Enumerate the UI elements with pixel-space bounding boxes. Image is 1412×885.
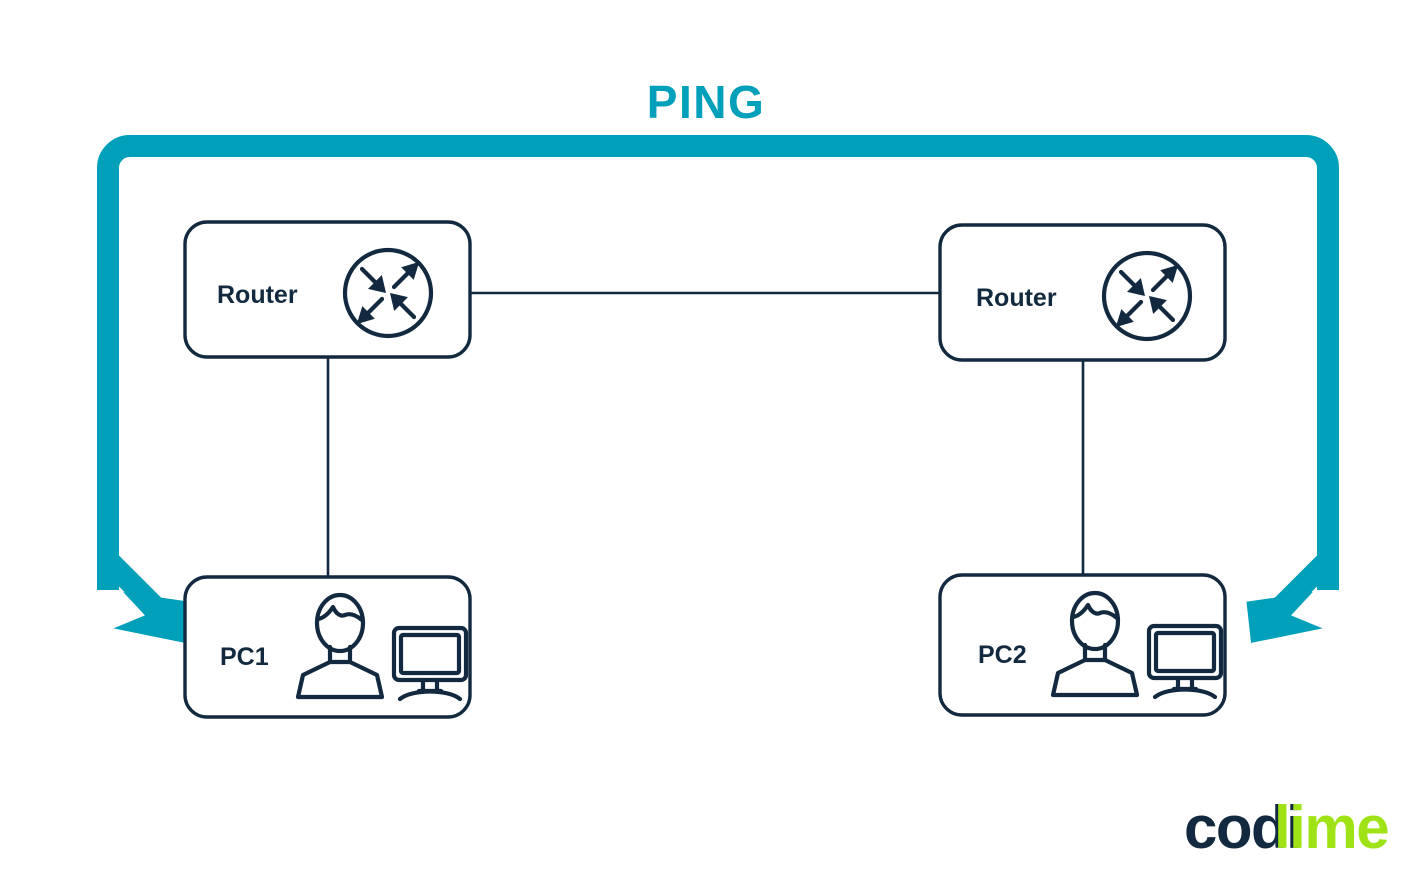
node-router-right[interactable]: Router xyxy=(938,223,1227,362)
router-arrows-icon xyxy=(1104,253,1190,339)
router-arrows-icon xyxy=(345,250,431,336)
codilime-logo[interactable]: codi lime xyxy=(1184,794,1390,861)
node-pc1[interactable]: PC1 xyxy=(183,575,472,719)
pc1-label: PC1 xyxy=(220,643,269,671)
router-right-label: Router xyxy=(976,284,1057,312)
ping-path-bracket xyxy=(97,135,1339,643)
page-title: PING xyxy=(647,76,765,128)
router-left-label: Router xyxy=(217,281,298,309)
node-pc2[interactable]: PC2 xyxy=(938,573,1227,717)
connection-lines xyxy=(326,291,1085,577)
pc2-label: PC2 xyxy=(978,641,1027,669)
logo-text-lime: lime xyxy=(1274,794,1388,861)
ping-arrowhead-right-icon xyxy=(1246,592,1323,643)
ping-bracket-stroke xyxy=(97,135,1339,590)
logo-text-dark: codi xyxy=(1184,794,1301,861)
node-router-left[interactable]: Router xyxy=(183,220,472,359)
ping-arrowhead-left-icon xyxy=(113,592,190,643)
